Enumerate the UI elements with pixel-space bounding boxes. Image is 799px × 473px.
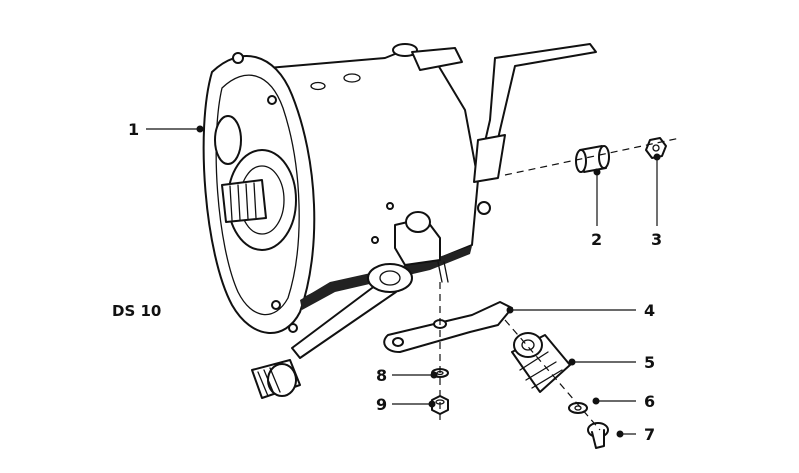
callout-1: 1 <box>128 120 139 139</box>
bolt <box>587 422 609 449</box>
model-label: DS 10 <box>112 302 161 320</box>
callout-7: 7 <box>644 425 655 444</box>
sleeve <box>575 145 610 173</box>
callout-8: 8 <box>376 366 387 385</box>
callout-5: 5 <box>644 353 655 372</box>
shift-linkage <box>251 263 413 399</box>
gear-lever-arm <box>411 43 597 215</box>
gearbox-housing <box>202 43 479 334</box>
callout-3: 3 <box>651 230 662 249</box>
rubber-bush <box>511 332 571 393</box>
callout-9: 9 <box>376 395 387 414</box>
leader-lines <box>146 125 661 438</box>
lever-plate <box>383 301 513 353</box>
washer <box>568 402 588 414</box>
callout-4: 4 <box>644 301 655 320</box>
assembly-axes <box>439 137 681 431</box>
callout-2: 2 <box>591 230 602 249</box>
small-nut <box>645 137 667 159</box>
callout-6: 6 <box>644 392 655 411</box>
